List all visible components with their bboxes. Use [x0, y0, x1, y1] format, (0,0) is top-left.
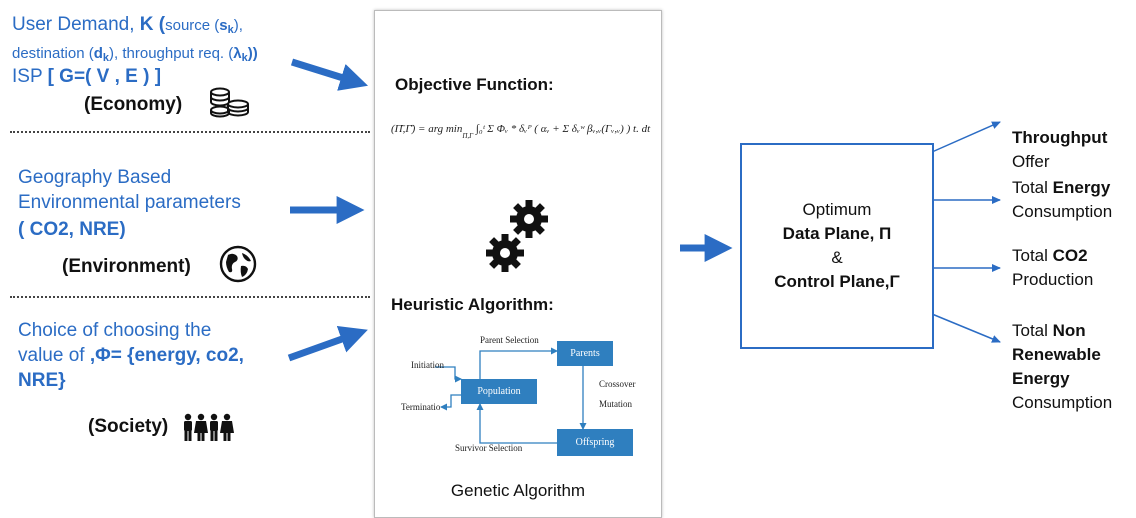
economy-line-1: User Demand, K (source (sk),: [12, 12, 243, 43]
result-line-1: Optimum: [802, 200, 872, 219]
output-arrow-nre: [931, 313, 1001, 343]
result-line-2: Data Plane, Π: [782, 224, 892, 243]
ga-parent-selection: Parent Selection: [480, 335, 539, 345]
environment-line-2: Environmental parameters: [18, 192, 241, 213]
ga-parents-box: Parents: [557, 341, 613, 366]
output-energy-total: Total: [1012, 178, 1053, 197]
output-energy: Total Energy Consumption: [1012, 176, 1112, 224]
output-energy-sub: Consumption: [1012, 202, 1113, 221]
ga-crossover: Crossover: [599, 379, 636, 389]
economy-line-2: destination (dk), throughput req. (λk)): [12, 41, 258, 71]
output-co2-title: CO2: [1052, 246, 1088, 265]
economy-s-sub: k: [227, 24, 234, 36]
globe-icon: [219, 245, 257, 283]
economy-isp: ISP: [12, 66, 48, 87]
output-nre-sub: Consumption: [1012, 393, 1113, 412]
result-line-4: Control Plane,Γ: [774, 272, 900, 291]
society-arrow: [287, 326, 368, 362]
coins-icon: [210, 87, 249, 118]
output-nre: Total Non Renewable Energy Consumption: [1012, 319, 1112, 415]
output-co2-total: Total: [1012, 246, 1053, 265]
formula-left: (Π̄,Γ̄) = arg min: [391, 123, 463, 135]
output-co2: Total CO2 Production: [1012, 244, 1093, 292]
environment-line-3: ( CO2, NRE): [18, 219, 126, 240]
ga-survivor-selection: Survivor Selection: [455, 443, 523, 453]
formula-sub: Π,Γ: [462, 132, 474, 140]
output-throughput: Throughput Offer: [1012, 126, 1107, 174]
output-nre-energy: Energy: [1012, 369, 1070, 388]
economy-end-2: )): [247, 45, 258, 62]
output-nre-title: Non: [1052, 321, 1086, 340]
result-line-3: &: [831, 248, 843, 267]
society-category: (Society): [88, 416, 169, 437]
economy-end: ),: [233, 17, 243, 34]
economy-lambda-sub: k: [241, 52, 248, 64]
ga-caption: Genetic Algorithm: [450, 481, 586, 500]
objective-formula: (Π̄,Γ̄) = arg minΠ,Γ ∫₀ᵗ Σ Φᵥ * δᵥᴾ ( αᵥ…: [391, 123, 650, 140]
people-icon: [184, 413, 234, 441]
economy-category: (Economy): [84, 94, 183, 115]
society-line-2: value of ,Φ= {energy, co2,: [18, 343, 244, 368]
society-value-of: value of: [18, 345, 90, 366]
economy-graph: [ G=( V , E ) ]: [47, 66, 162, 87]
economy-text: User Demand,: [12, 14, 140, 35]
economy-k: K (: [139, 14, 166, 35]
society-line-3: NRE}: [18, 370, 66, 391]
gears-icon: [486, 200, 548, 272]
economy-arrow: [290, 58, 369, 91]
environment-category: (Environment): [62, 256, 191, 277]
ga-mutation: Mutation: [599, 399, 632, 409]
output-throughput-title: Throughput: [1012, 128, 1108, 147]
output-arrow-throughput: [931, 121, 1001, 153]
economy-lambda: λ: [233, 45, 242, 62]
economy-d-sub: k: [102, 52, 110, 64]
output-nre-total: Total: [1012, 321, 1053, 340]
output-energy-title: Energy: [1052, 178, 1111, 197]
output-throughput-sub: Offer: [1012, 152, 1050, 171]
output-co2-sub: Production: [1012, 270, 1094, 289]
environment-line-1: Geography Based: [18, 167, 172, 188]
economy-line-3: ISP [ G=( V , E ) ]: [12, 64, 161, 89]
ga-termination: Terminatio: [401, 402, 441, 412]
society-line-1: Choice of choosing the: [18, 320, 212, 341]
heuristic-title: Heuristic Algorithm:: [391, 295, 554, 314]
objective-title: Objective Function:: [395, 75, 554, 94]
economy-dest: destination (: [12, 45, 94, 62]
ga-arrows: [435, 347, 587, 444]
optimization-panel: Objective Function: (Π̄,Γ̄) = arg minΠ,Γ…: [374, 10, 662, 518]
ga-offspring-box: Offspring: [557, 429, 633, 456]
economy-s: s: [219, 17, 228, 34]
economy-throughput: ), throughput req. (: [109, 45, 234, 62]
output-nre-renewable: Renewable: [1012, 345, 1101, 364]
economy-source: source (: [165, 17, 220, 34]
result-box: Optimum Data Plane, Π & Control Plane,Γ: [740, 143, 934, 349]
society-phi: ,Φ= {energy, co2,: [89, 345, 244, 366]
ga-population-box: Population: [461, 379, 537, 404]
divider-1: [10, 131, 370, 133]
economy-d: d: [93, 45, 103, 62]
formula-right: ∫₀ᵗ Σ Φᵥ * δᵥᴾ ( αᵥ + Σ δᵥʷ βᵥ,ᵥ(Γᵥ,ᵥ) )…: [475, 123, 651, 135]
divider-2: [10, 296, 370, 298]
ga-initiation: Initiation: [411, 360, 444, 370]
